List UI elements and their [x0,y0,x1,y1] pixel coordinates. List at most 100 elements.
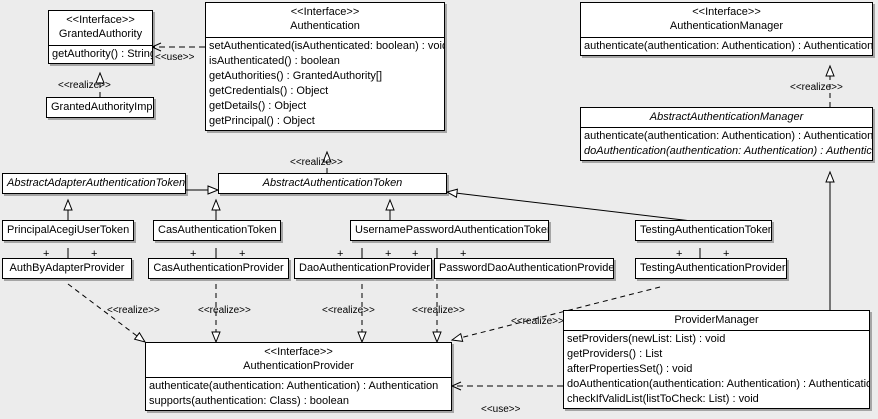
edge-label-realize-authentication-manager: <<realize>> [790,82,843,93]
visibility-marker: + [460,248,467,260]
class-password-dao-authentication-provider[interactable]: PasswordDaoAuthenticationProvider [434,258,614,279]
class-name-label: AbstractAuthenticationManager [649,111,804,123]
operations-compartment: authenticate(authentication: Authenticat… [581,127,872,160]
class-header: ProviderManager [564,311,869,330]
class-name-label: AuthenticationManager [669,20,784,32]
edge-label-use-authentication-provider: <<use>> [481,404,521,415]
class-header: PasswordDaoAuthenticationProvider [435,259,613,278]
operation-row: doAuthentication(authentication: Authent… [567,378,870,390]
class-header: CasAuthenticationProvider [149,259,288,278]
operation-row: getPrincipal() : Object [209,115,315,127]
operation-row: getAuthorities() : GrantedAuthority[] [209,70,383,82]
class-name-label: CasAuthenticationToken [158,224,277,236]
class-header: TestingAuthenticationProvider [636,259,786,278]
operation-row: authenticate(authentication: Authenticat… [584,40,873,52]
class-header: <<Interface>> Authentication [206,3,444,37]
class-testing-authentication-token[interactable]: TestingAuthenticationToken [635,220,772,241]
operation-row: supports(authentication: Class) : boolea… [149,395,349,407]
edge-label-realize-auth-by-adapter-provider: <<realize>> [107,305,160,316]
edge-label-realize-testing-authentication-provider: <<realize>> [511,316,564,327]
class-name-label: TestingAuthenticationProvider [640,262,786,274]
class-abstract-authentication-manager[interactable]: AbstractAuthenticationManager authentica… [580,107,873,161]
class-header: AuthByAdapterProvider [3,259,131,278]
edge-label-use-granted-authority: <<use>> [155,52,195,63]
visibility-marker: + [385,248,392,260]
class-header: CasAuthenticationToken [154,221,280,240]
class-testing-authentication-provider[interactable]: TestingAuthenticationProvider [635,258,787,279]
class-granted-authority-impl[interactable]: GrantedAuthorityImpl [46,97,154,118]
class-provider-manager[interactable]: ProviderManager setProviders(newList: Li… [563,310,870,409]
class-name-label: DaoAuthenticationProvider [299,262,430,274]
class-header: TestingAuthenticationToken [636,221,771,240]
operation-row: doAuthentication(authentication: Authent… [584,145,873,157]
class-header: <<Interface>> AuthenticationManager [581,3,872,37]
class-header: <<Interface>> AuthenticationProvider [146,343,451,377]
class-username-password-authentication-token[interactable]: UsernamePasswordAuthenticationToken [350,220,549,241]
visibility-marker: + [190,248,197,260]
class-dao-authentication-provider[interactable]: DaoAuthenticationProvider [294,258,432,279]
class-header: UsernamePasswordAuthenticationToken [351,221,548,240]
edge-generalize-testing-authentication-token [445,188,701,223]
class-header: AbstractAuthenticationToken [219,174,446,193]
class-name-label: AbstractAdapterAuthenticationToken [7,177,186,189]
operation-row: authenticate(authentication: Authenticat… [149,380,439,392]
operations-compartment: authenticate(authentication: Authenticat… [146,377,451,410]
stereotype-label: <<Interface>> [66,14,135,26]
operation-row: setAuthenticated(isAuthenticated: boolea… [209,40,445,52]
visibility-marker: + [43,248,50,260]
visibility-marker: + [239,248,246,260]
visibility-marker: + [676,248,683,260]
edge-label-realize-password-dao-authentication-provider: <<realize>> [412,305,465,316]
operation-row: getAuthority() : String [52,48,153,60]
class-granted-authority[interactable]: <<Interface>> GrantedAuthority getAuthor… [48,10,153,64]
operations-compartment: setProviders(newList: List) : void getPr… [564,330,869,408]
class-name-label: UsernamePasswordAuthenticationToken [355,224,549,236]
class-name-label: Authentication [290,20,360,32]
class-name-label: GrantedAuthorityImpl [51,101,154,113]
class-name-label: AbstractAuthenticationToken [262,177,403,189]
class-name-label: GrantedAuthority [58,28,143,40]
operations-compartment: setAuthenticated(isAuthenticated: boolea… [206,37,444,130]
operations-compartment: authenticate(authentication: Authenticat… [581,37,872,55]
class-header: AbstractAuthenticationManager [581,108,872,127]
visibility-marker: + [723,248,730,260]
operation-row: getCredentials() : Object [209,85,329,97]
class-name-label: PrincipalAcegiUserToken [7,224,130,236]
operation-row: authenticate(authentication: Authenticat… [584,130,873,142]
operations-compartment: getAuthority() : String [49,45,152,63]
edge-label-realize-dao-authentication-provider: <<realize>> [322,305,375,316]
class-authentication[interactable]: <<Interface>> Authentication setAuthenti… [205,2,445,131]
class-name-label: CasAuthenticationProvider [153,262,284,274]
class-name-label: AuthenticationProvider [243,360,354,372]
class-header: GrantedAuthorityImpl [47,98,153,117]
visibility-marker: + [91,248,98,260]
class-principal-acegi-user-token[interactable]: PrincipalAcegiUserToken [2,220,134,241]
class-auth-by-adapter-provider[interactable]: AuthByAdapterProvider [2,258,132,279]
class-cas-authentication-token[interactable]: CasAuthenticationToken [153,220,281,241]
operation-row: isAuthenticated() : boolean [209,55,340,67]
stereotype-label: <<Interface>> [264,346,333,358]
class-authentication-provider[interactable]: <<Interface>> AuthenticationProvider aut… [145,342,452,411]
visibility-marker: + [337,248,344,260]
operation-row: getProviders() : List [567,348,663,360]
class-name-label: TestingAuthenticationToken [640,224,772,236]
operation-row: checkIfValidList(listToCheck: List) : vo… [567,393,759,405]
class-header: AbstractAdapterAuthenticationToken [3,174,185,193]
class-header: PrincipalAcegiUserToken [3,221,133,240]
class-name-label: AuthByAdapterProvider [9,262,125,274]
class-abstract-authentication-token[interactable]: AbstractAuthenticationToken [218,173,447,194]
operation-row: afterPropertiesSet() : void [567,363,693,375]
operation-row: getDetails() : Object [209,100,307,112]
class-header: <<Interface>> GrantedAuthority [49,11,152,45]
class-cas-authentication-provider[interactable]: CasAuthenticationProvider [148,258,289,279]
class-header: DaoAuthenticationProvider [295,259,431,278]
class-authentication-manager[interactable]: <<Interface>> AuthenticationManager auth… [580,2,873,56]
operation-row: setProviders(newList: List) : void [567,333,726,345]
stereotype-label: <<Interface>> [290,6,360,18]
edge-label-realize-authentication: <<realize>> [290,157,343,168]
edge-label-realize-cas-authentication-provider: <<realize>> [198,305,251,316]
edge-label-realize-granted-authority-impl: <<realize>> [58,80,111,91]
class-abstract-adapter-authentication-token[interactable]: AbstractAdapterAuthenticationToken [2,173,186,194]
stereotype-label: <<Interface>> [692,6,761,18]
